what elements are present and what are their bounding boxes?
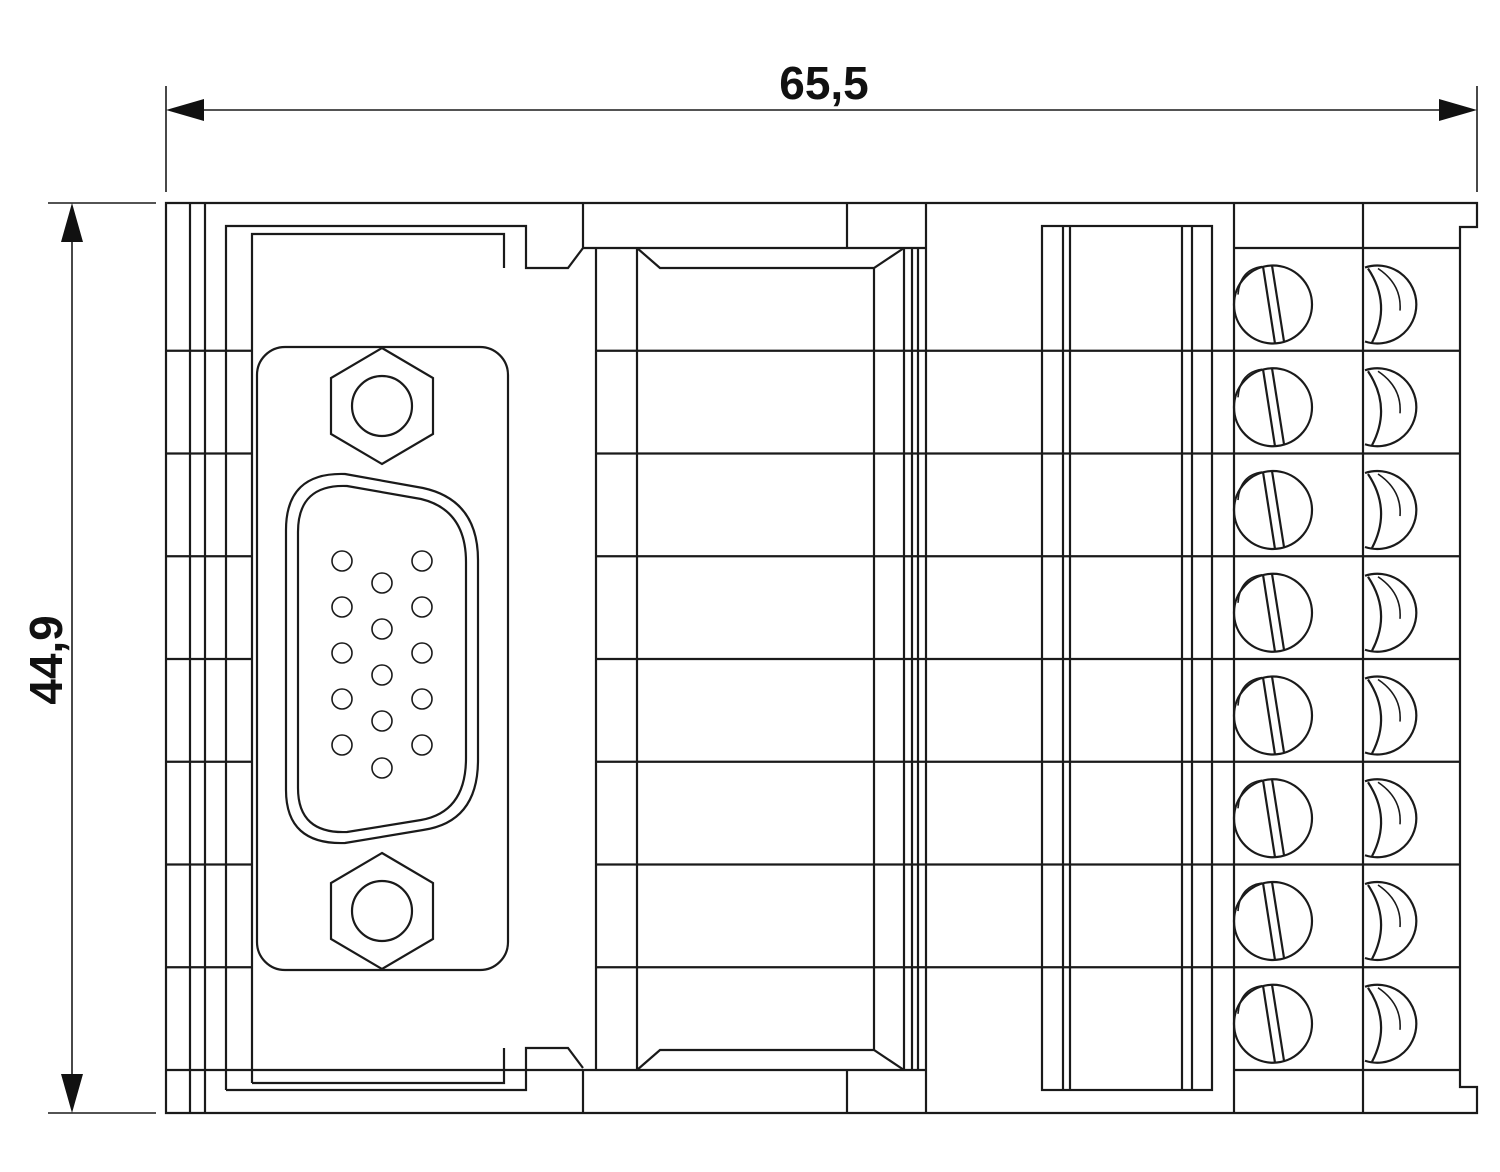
left-row-separators: [166, 349, 252, 969]
screw-right-icon: [1364, 880, 1418, 962]
pin-icon: [331, 688, 353, 710]
terminal-screws: [1232, 264, 1418, 1064]
screw-right-icon: [1364, 675, 1418, 756]
screw-icon: [1232, 983, 1314, 1064]
dsub-connector: [255, 345, 510, 972]
screw-icon: [1232, 367, 1314, 448]
dsub-shell-outer: [284, 472, 480, 845]
mid-row-separators: [596, 349, 1460, 969]
terminal-carrier: [1040, 203, 1460, 1113]
hex-nut-top-icon: [329, 346, 435, 466]
pin-icon: [411, 734, 433, 756]
pin-icon: [331, 642, 353, 664]
dsub-shell-inner: [296, 484, 468, 834]
screw-icon: [1232, 675, 1314, 756]
screw-icon: [1232, 880, 1314, 962]
screw-icon: [1232, 469, 1314, 551]
screw-icon: [1232, 778, 1314, 859]
pin-icon: [371, 757, 393, 779]
pin-icon: [411, 550, 433, 572]
height-dimension: 44,9: [20, 202, 156, 1114]
screw-right-icon: [1364, 264, 1418, 345]
width-arrow-right-icon: [1439, 99, 1477, 121]
height-label: 44,9: [20, 615, 72, 705]
screw-icon: [1232, 572, 1314, 653]
hex-nut-bottom-icon: [329, 851, 435, 971]
screw-icon: [1232, 264, 1314, 345]
width-dimension: 65,5: [165, 57, 1478, 192]
width-label: 65,5: [779, 57, 869, 109]
pin-icon: [411, 688, 433, 710]
pin-icon: [371, 664, 393, 686]
screw-right-icon: [1364, 367, 1418, 448]
pin-icon: [331, 596, 353, 618]
pin-icon: [331, 550, 353, 572]
pin-icon: [371, 572, 393, 594]
screw-right-icon: [1364, 983, 1418, 1064]
screw-right-icon: [1364, 469, 1418, 551]
dsub-pins: [331, 550, 433, 779]
screw-right-icon: [1364, 778, 1418, 859]
pin-icon: [371, 710, 393, 732]
pin-icon: [371, 618, 393, 640]
width-arrow-left-icon: [166, 99, 204, 121]
height-arrow-top-icon: [61, 203, 83, 242]
height-arrow-bottom-icon: [61, 1074, 83, 1113]
pin-icon: [411, 642, 433, 664]
pin-icon: [411, 596, 433, 618]
screw-right-icon: [1364, 572, 1418, 653]
pin-icon: [331, 734, 353, 756]
